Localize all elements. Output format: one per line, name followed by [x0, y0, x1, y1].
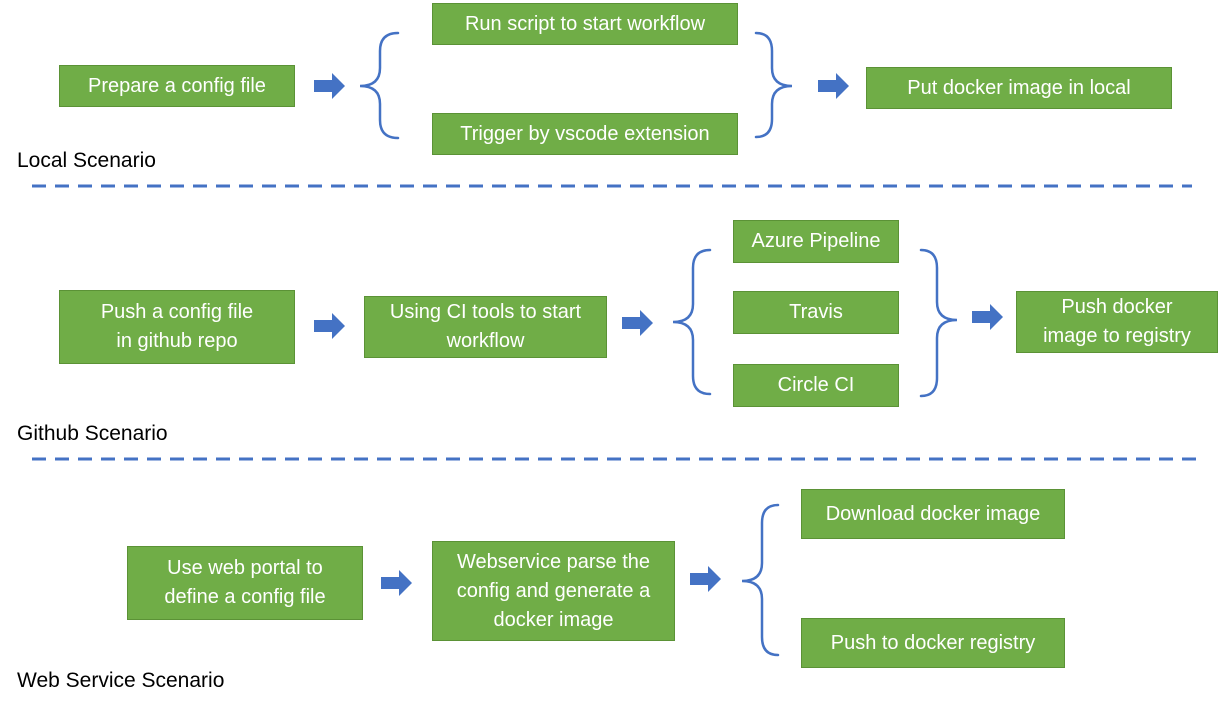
- push-to-docker-registry-node: Push to docker registry: [801, 618, 1065, 668]
- circle-ci-node: Circle CI: [733, 364, 899, 407]
- trigger-vscode-node: Trigger by vscode extension: [432, 113, 738, 155]
- web-portal-line-2: define a config file: [164, 586, 326, 608]
- prepare-config-file-node: Prepare a config file: [59, 65, 295, 107]
- azure-pipeline-text: Azure Pipeline: [751, 230, 881, 252]
- webservice-parse-line-3: docker image: [493, 608, 614, 631]
- brace-github-left: [672, 248, 712, 396]
- run-script-node: Run script to start workflow: [432, 3, 738, 45]
- run-script-text: Run script to start workflow: [464, 12, 706, 35]
- web-portal-node: Use web portal to define a config file: [127, 546, 363, 620]
- web-service-scenario-label: Web Service Scenario: [17, 669, 225, 692]
- webservice-parse-line-2: config and generate a: [456, 579, 651, 602]
- arrow-web-1: [381, 570, 412, 596]
- push-config-github-line-2: in github repo: [116, 330, 238, 352]
- brace-local-left: [359, 31, 400, 140]
- travis-node: Travis: [733, 291, 899, 334]
- circle-ci-text: Circle CI: [777, 374, 855, 396]
- using-ci-tools-line-2: workflow: [446, 330, 525, 352]
- brace-web-left: [741, 503, 780, 657]
- arrow-local-1: [314, 73, 345, 99]
- push-config-github-line-1: Push a config file: [100, 301, 254, 323]
- webservice-parse-line-1: Webservice parse the: [456, 550, 651, 573]
- download-docker-image-node: Download docker image: [801, 489, 1065, 539]
- arrow-github-3: [972, 304, 1003, 330]
- put-docker-image-local-text: Put docker image in local: [907, 76, 1131, 99]
- put-docker-image-local-node: Put docker image in local: [866, 67, 1172, 109]
- push-docker-image-registry-node: Push docker image to registry: [1016, 291, 1218, 353]
- arrow-web-2: [690, 566, 721, 592]
- push-to-docker-registry-text: Push to docker registry: [830, 631, 1036, 654]
- webservice-parse-node: Webservice parse the config and generate…: [432, 541, 675, 641]
- trigger-vscode-text: Trigger by vscode extension: [460, 122, 710, 145]
- github-scenario-label: Github Scenario: [17, 422, 168, 445]
- prepare-config-file-text: Prepare a config file: [88, 74, 266, 97]
- push-docker-image-registry-line-2: image to registry: [1043, 325, 1191, 347]
- web-portal-line-1: Use web portal to: [167, 557, 323, 579]
- azure-pipeline-node: Azure Pipeline: [733, 220, 899, 263]
- arrow-github-1: [314, 313, 345, 339]
- brace-github-right: [919, 248, 958, 398]
- arrow-github-2: [622, 310, 653, 336]
- download-docker-image-text: Download docker image: [825, 502, 1041, 525]
- local-scenario-label: Local Scenario: [17, 149, 156, 172]
- push-config-github-node: Push a config file in github repo: [59, 290, 295, 364]
- arrow-local-2: [818, 73, 849, 99]
- travis-text: Travis: [789, 301, 843, 323]
- using-ci-tools-line-1: Using CI tools to start: [389, 301, 582, 323]
- using-ci-tools-node: Using CI tools to start workflow: [364, 296, 607, 358]
- brace-local-right: [754, 31, 793, 139]
- push-docker-image-registry-line-1: Push docker: [1061, 296, 1173, 318]
